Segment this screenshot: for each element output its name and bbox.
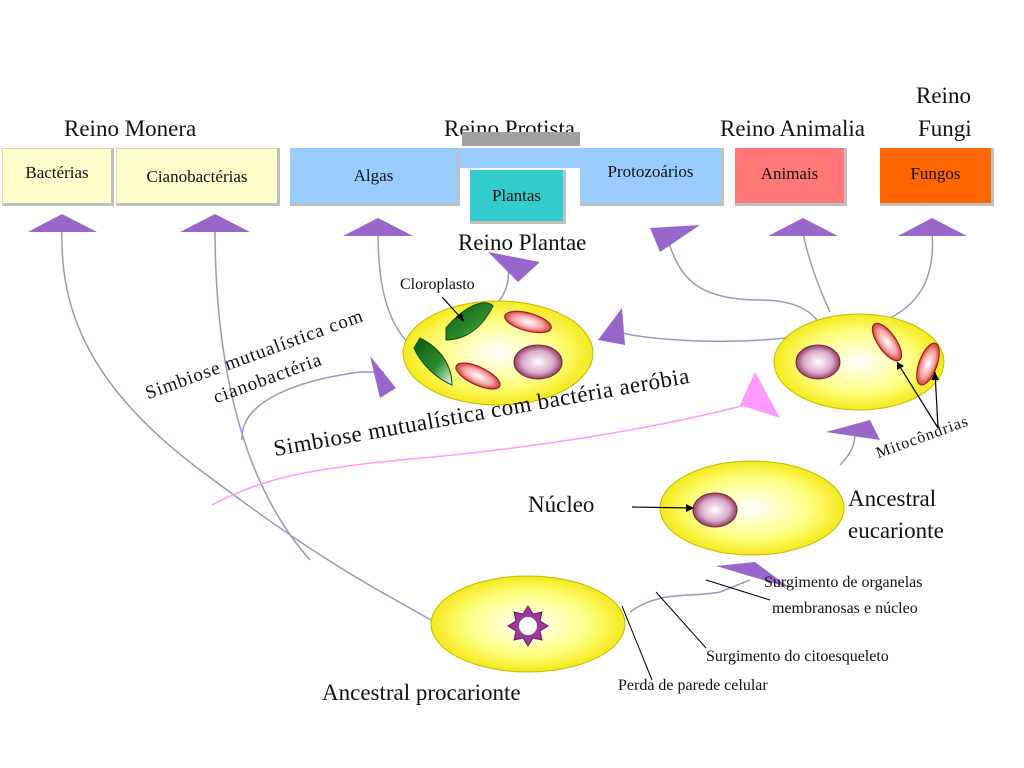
ancestral-prokaryote-cell xyxy=(430,575,626,673)
box-algas: Algas xyxy=(290,148,460,206)
cloroplasto-pointer xyxy=(441,296,464,322)
arrowheads xyxy=(28,214,967,588)
label-ancestral-euc-line2: eucarionte xyxy=(848,518,944,543)
line-cianobacterias xyxy=(214,227,311,561)
nucleus-plant xyxy=(513,344,563,380)
label-cloroplasto: Cloroplasto xyxy=(400,276,475,293)
box-protista-bridge xyxy=(460,148,580,168)
label-surgimento-organelas-line2: membranosas e núcleo xyxy=(772,600,918,617)
box-protozoarios: Protozoários xyxy=(580,148,724,206)
line-protozoarios xyxy=(667,239,821,326)
label-ancestral-proc: Ancestral procarionte xyxy=(322,680,521,705)
symbiosis-aerobic-line xyxy=(211,404,746,506)
eukaryote-mito-cell xyxy=(773,313,945,411)
kingdom-monera-title: Reino Monera xyxy=(64,116,197,141)
label-surgimento-organelas-line1: Surgimento de organelas xyxy=(764,574,923,591)
line-plantas xyxy=(497,267,510,303)
label-surgimento-citoesqueleto: Surgimento do citoesqueleto xyxy=(706,648,889,665)
box-plantas-label: Plantas xyxy=(491,185,542,205)
line-euc-to-plant xyxy=(611,329,786,342)
line-fungos xyxy=(889,231,934,319)
kingdom-fungi-title-line2: Fungi xyxy=(918,116,972,141)
box-fungos: Fungos xyxy=(880,148,994,206)
arrowhead-from-proc xyxy=(716,562,790,588)
box-protista-shadow xyxy=(462,132,580,146)
nucleo-pointer xyxy=(631,506,693,509)
nucleus-euk-mito xyxy=(795,344,841,380)
kingdom-fungi-title-line1: Reino xyxy=(916,83,971,108)
arrowhead-bacterias xyxy=(28,214,97,232)
label-pointers xyxy=(621,579,771,681)
mitochondrion-2 xyxy=(916,342,940,386)
symbiosis-aerobic-arrowhead xyxy=(740,372,780,418)
kingdom-plantae-title: Reino Plantae xyxy=(458,230,587,255)
arrowhead-plantae xyxy=(488,252,540,282)
ancestral-eukaryote-cell xyxy=(659,460,845,556)
box-algas-label: Algas xyxy=(353,166,394,185)
arrowhead-animais xyxy=(768,218,838,236)
box-protozoarios-label: Protozoários xyxy=(607,162,694,181)
label-perda-parede: Perda de parede celular xyxy=(618,677,768,694)
chloroplast-2 xyxy=(413,337,453,386)
label-ancestral-euc-line1: Ancestral xyxy=(848,486,937,511)
arrowhead-to-euc xyxy=(826,420,880,440)
box-cianobacterias: Cianobactérias xyxy=(116,148,280,206)
dna-icon xyxy=(507,605,549,647)
mitocondrias-pointers xyxy=(896,361,939,429)
mitochondrion-plant-2 xyxy=(455,362,501,390)
box-plantas: Plantas xyxy=(470,170,566,224)
line-bacterias xyxy=(61,227,441,626)
box-fungos-label: Fungos xyxy=(910,164,961,183)
nucleus-ancestral xyxy=(692,492,738,528)
arrowhead-to-plant-cell xyxy=(598,308,625,345)
box-cianobacterias-label: Cianobactérias xyxy=(146,167,248,186)
chloroplast-1 xyxy=(445,302,494,341)
line-animais xyxy=(802,231,831,313)
plant-cell xyxy=(402,300,594,406)
box-animais-label: Animais xyxy=(760,164,819,183)
lineage-lines xyxy=(61,227,934,626)
arrowhead-fungos xyxy=(898,218,967,236)
box-animais: Animais xyxy=(735,148,847,206)
arrowhead-cianobacterias xyxy=(180,214,250,232)
mitochondrion-plant-1 xyxy=(504,310,552,334)
arrowhead-ciano-symbiosis xyxy=(370,356,396,398)
mitochondrion-1 xyxy=(871,322,903,362)
line-algas xyxy=(377,231,411,346)
label-nucleo: Núcleo xyxy=(528,492,595,517)
box-bacterias-label: Bactérias xyxy=(25,163,89,182)
kingdom-animalia-title: Reino Animalia xyxy=(720,116,866,141)
arrowhead-algas xyxy=(343,218,413,236)
line-ciano-symbiosis xyxy=(241,371,384,441)
arrowhead-protozoarios xyxy=(650,225,700,252)
line-proc-to-euc xyxy=(629,579,751,613)
box-bacterias: Bactérias xyxy=(2,148,114,206)
